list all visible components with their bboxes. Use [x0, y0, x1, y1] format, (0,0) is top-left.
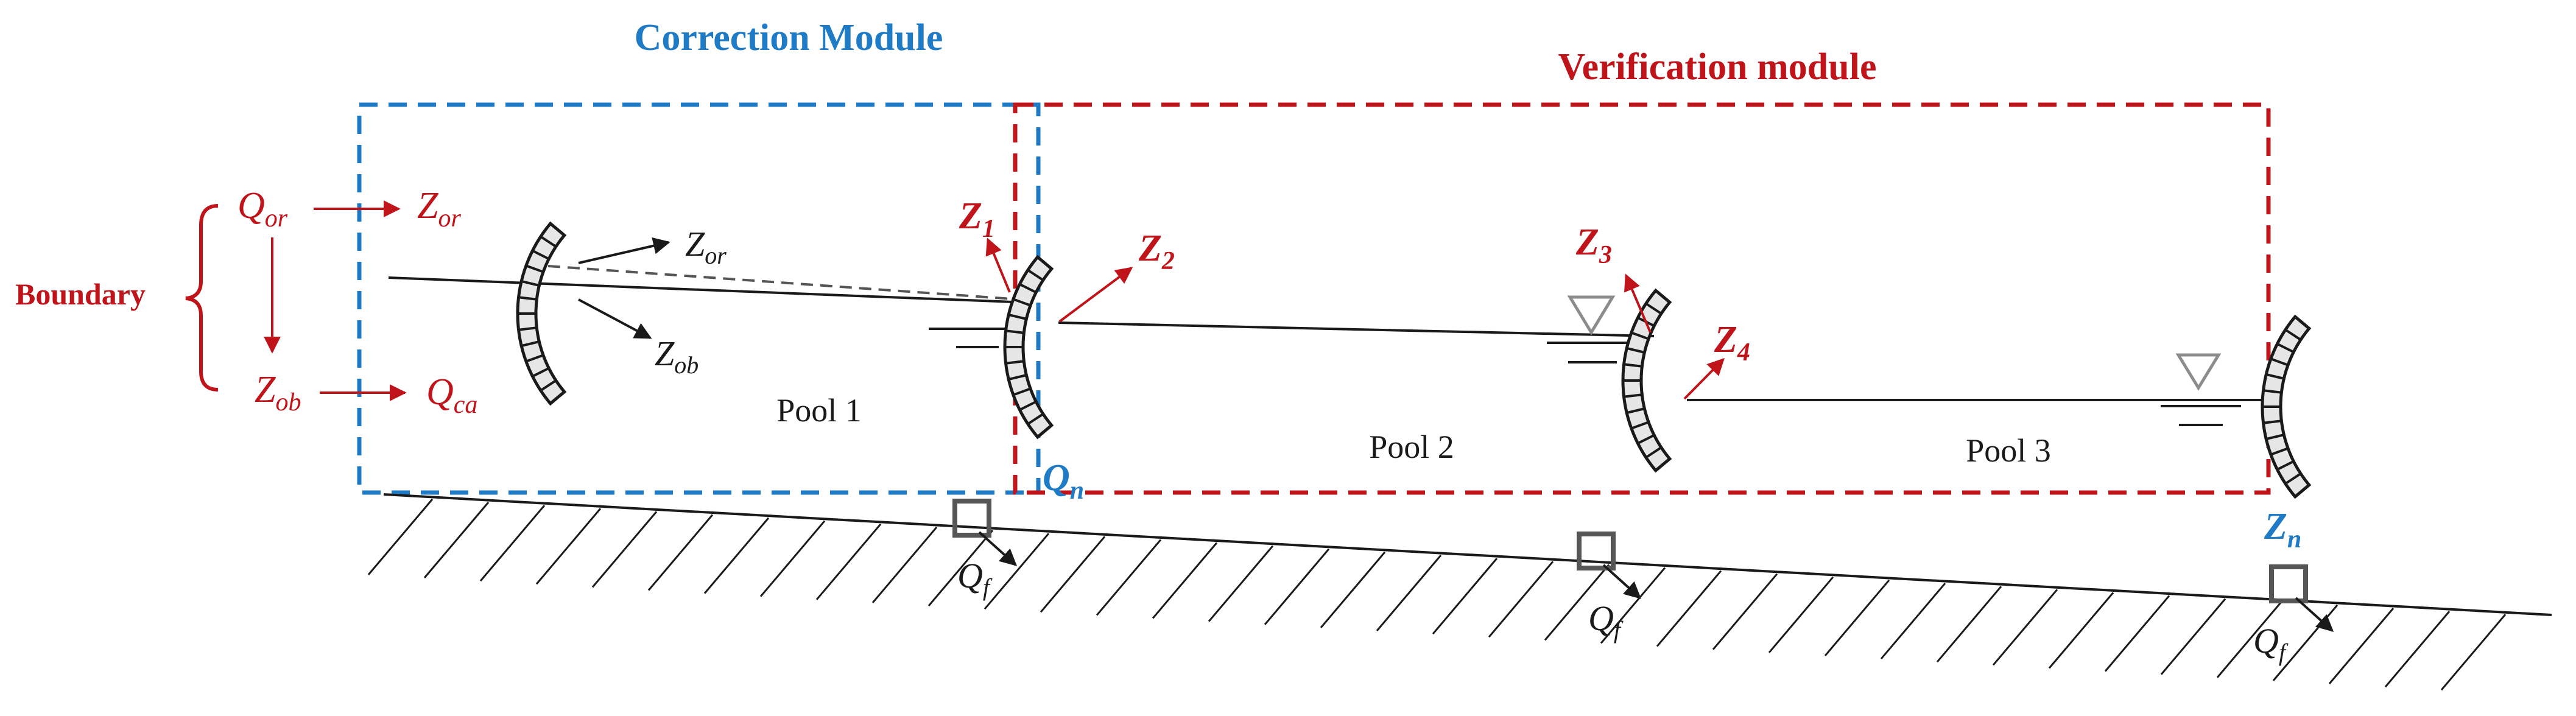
hatch-line [1264, 548, 1330, 625]
hatch-line [1544, 564, 1610, 641]
hatch-line [1992, 589, 2058, 666]
hatch-line [1432, 558, 1498, 635]
arrow-z4 [1683, 358, 1725, 400]
gate1-z-or-label: Zor [685, 224, 727, 269]
boundary-q-ca: Qca [426, 371, 477, 419]
hatch-line [423, 502, 490, 578]
hatch-line [984, 533, 1050, 610]
hatch-line [1488, 561, 1554, 638]
hatch-line [2440, 614, 2507, 691]
hatch-line [647, 514, 714, 591]
hatch-line [759, 520, 826, 597]
hatch-line [2104, 595, 2170, 672]
hatch-line [591, 511, 658, 588]
boundary-brace [185, 204, 219, 391]
hatch-line [2328, 608, 2395, 684]
water-surface-pool1-dashed [547, 265, 1030, 301]
hatch-line [871, 526, 938, 603]
arrow-gate1-z-ob [578, 298, 652, 339]
boundary-label: Boundary [15, 277, 146, 311]
level-z2-label: Z2 [1138, 228, 1175, 275]
hatch-line [927, 530, 994, 607]
outlet-1: Qf [952, 499, 1018, 601]
hatch-line [2160, 598, 2226, 675]
hatch-line [1768, 576, 1834, 653]
water-surface-pool2 [1058, 321, 1655, 337]
gate-1 [516, 221, 567, 406]
hatch-line [535, 508, 602, 585]
control-z-n: Zn [2264, 506, 2301, 553]
pool-2-label: Pool 2 [1369, 429, 1454, 465]
pool-3-label: Pool 3 [1966, 432, 2051, 469]
water-surface-pool1 [388, 276, 1030, 304]
hatch-line [1152, 542, 1218, 619]
correction-module-title: Correction Module [635, 17, 943, 58]
gate1-z-ob-label: Zob [655, 334, 699, 379]
hatch-line [1208, 545, 1274, 622]
correction-module-box [357, 102, 1041, 495]
hatch-line [479, 505, 546, 582]
pool-1-label: Pool 1 [776, 392, 862, 429]
gate-4 [2261, 314, 2312, 499]
outlet-2-label: Qf [1588, 598, 1624, 644]
ground-hatching [367, 498, 2507, 691]
outlet-1-label: Qf [957, 556, 993, 601]
level-z4-label: Z4 [1714, 319, 1750, 367]
hatch-line [1656, 570, 1722, 647]
outlet-2-box [1577, 532, 1616, 570]
hatch-line [1936, 586, 2002, 663]
gate-3 [1621, 288, 1672, 473]
boundary-q-or: Qor [238, 185, 288, 233]
hatch-line [1824, 579, 1890, 656]
outlet-3: Qf [2253, 564, 2334, 666]
hatch-line [2216, 601, 2282, 678]
boundary-z-ob: Zob [255, 369, 301, 416]
hatch-line [1600, 567, 1666, 644]
hatch-line [2048, 592, 2114, 669]
hatch-line [2384, 611, 2451, 688]
hatch-line [367, 498, 434, 575]
gate-2 [1003, 254, 1054, 440]
arrow-gate1-z-or [578, 237, 670, 264]
verification-module-box [1013, 102, 2271, 495]
hatch-line [703, 517, 770, 594]
hatch-line [1040, 536, 1106, 613]
outlet-3-label: Qf [2253, 621, 2289, 666]
hatch-line [1320, 551, 1386, 628]
water-level-marker-pool1 [929, 328, 1011, 348]
level-z3-label: Z3 [1575, 222, 1612, 269]
outlet-3-box [2269, 564, 2308, 603]
control-q-n: Qn [1043, 457, 1084, 505]
arrow-z1 [985, 237, 1011, 293]
water-level-marker-pool3 [2161, 353, 2241, 426]
hatch-line [1712, 573, 1778, 650]
hatch-line [1096, 539, 1162, 616]
gates-layer [516, 221, 2312, 499]
verification-module-title: Verification module [1558, 46, 1877, 88]
level-z1-label: Z1 [959, 195, 995, 243]
boundary-z-or: Zor [417, 185, 461, 233]
canal-bed [383, 493, 2552, 616]
hatch-line [815, 523, 882, 600]
arrow-z3 [1624, 273, 1652, 333]
water-level-marker-pool2 [1547, 295, 1638, 363]
hatch-line [1880, 583, 1946, 660]
outlet-1-box [952, 499, 991, 538]
arrow-z2 [1058, 267, 1133, 323]
hatch-line [1376, 555, 1442, 631]
